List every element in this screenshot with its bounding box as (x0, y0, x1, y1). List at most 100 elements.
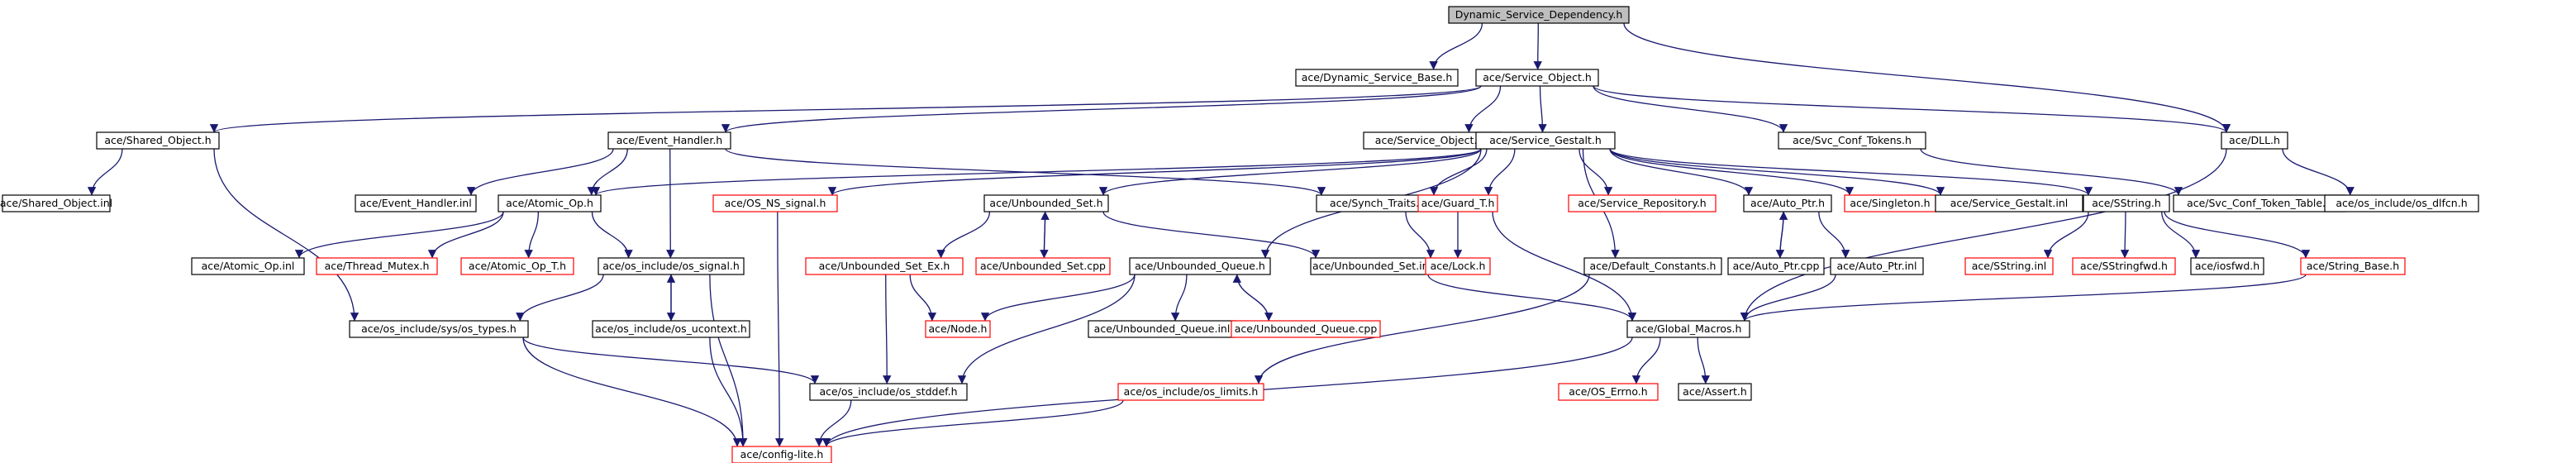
node-label: ace/Unbounded_Queue.cpp (1235, 322, 1378, 335)
node-box (1475, 69, 1599, 87)
edge-ucontext-to-cfg (709, 337, 748, 447)
node-box (598, 257, 745, 275)
file-node[interactable]: ace/Svc_Conf_Tokens.h (1778, 131, 1926, 150)
node-box (1678, 383, 1752, 401)
file-node[interactable]: ace/Default_Constants.h (1583, 257, 1722, 275)
file-node[interactable]: ace/String_Base.h (2300, 257, 2406, 275)
node-box (1778, 131, 1926, 150)
node-box (1743, 194, 1832, 212)
file-node[interactable]: ace/Shared_Object.inl (0, 194, 112, 212)
node-label: ace/Shared_Object.inl (0, 197, 112, 209)
file-node[interactable]: ace/SString.h (2083, 194, 2170, 212)
file-node[interactable]: ace/Event_Handler.inl (355, 194, 477, 212)
file-node[interactable]: ace/Unbounded_Queue.cpp (1231, 320, 1381, 338)
file-node[interactable]: ace/OS_Errno.h (1558, 383, 1659, 401)
edge-eh-to-aop (587, 148, 628, 196)
file-node[interactable]: ace/os_include/sys/os_types.h (349, 320, 529, 338)
file-node[interactable]: ace/Atomic_Op_T.h (460, 257, 574, 275)
file-node[interactable]: ace/Node.h (925, 320, 991, 338)
node-label: ace/Auto_Ptr.inl (1837, 260, 1917, 272)
file-node[interactable]: ace/os_include/os_limits.h (1117, 383, 1264, 401)
edge-sg-to-sr (1578, 148, 1613, 196)
node-box (805, 257, 964, 275)
edge-root-to-dsb (1429, 22, 1483, 70)
node-label: ace/config-lite.h (740, 448, 824, 461)
edge-eh-to-ossig (666, 148, 675, 259)
file-nodes: Dynamic_Service_Dependency.h ace/Dynamic_… (0, 6, 2479, 463)
root-file-node[interactable]: Dynamic_Service_Dependency.h (1448, 6, 1630, 24)
edge-uq-to-node (980, 274, 1136, 322)
file-node[interactable]: ace/os_include/os_stddef.h (809, 383, 968, 401)
edge-so-to-sct (1593, 85, 1788, 133)
file-node[interactable]: ace/Unbounded_Set_Ex.h (805, 257, 964, 275)
node-label: ace/os_include/os_stddef.h (819, 385, 957, 398)
node-box (460, 257, 574, 275)
edge-aop-to-ossig (591, 211, 633, 259)
node-label: ace/Auto_Ptr.h (1750, 197, 1825, 209)
edge-gt-to-gm (1492, 211, 1637, 322)
file-node[interactable]: ace/SStringfwd.h (2072, 257, 2176, 275)
file-node[interactable]: ace/Service_Object.inl (1363, 131, 1502, 150)
file-node[interactable]: ace/Event_Handler.h (607, 131, 731, 150)
file-node[interactable]: ace/config-lite.h (731, 446, 832, 463)
node-label: ace/DLL.h (2229, 134, 2280, 146)
file-node[interactable]: ace/Global_Macros.h (1626, 320, 1750, 338)
file-node[interactable]: ace/Auto_Ptr.h (1743, 194, 1832, 212)
edge-ss-to-iosfwd (2161, 211, 2201, 259)
file-node[interactable]: ace/Unbounded_Queue.h (1129, 257, 1271, 275)
file-node[interactable]: ace/os_include/os_signal.h (598, 257, 745, 275)
edge-dll-to-gm (1740, 148, 2227, 322)
file-node[interactable]: ace/os_include/os_ucontext.h (592, 320, 750, 338)
node-label: ace/Thread_Mutex.h (325, 260, 430, 272)
node-label: ace/Unbounded_Set.h (989, 197, 1102, 209)
file-node[interactable]: ace/Atomic_Op.inl (191, 257, 305, 275)
node-box (1448, 6, 1630, 24)
edge-uqcpp-to-uq (1232, 274, 1269, 322)
node-label: ace/Singleton.h (1850, 197, 1930, 209)
node-box (1583, 257, 1722, 275)
file-node[interactable]: ace/os_include/os_dlfcn.h (2324, 194, 2479, 212)
file-node[interactable]: ace/Service_Gestalt.h (1475, 131, 1616, 150)
node-box (2300, 257, 2406, 275)
file-node[interactable]: ace/Auto_Ptr.cpp (1727, 257, 1825, 275)
file-node[interactable]: ace/OS_NS_signal.h (712, 194, 838, 212)
file-node[interactable]: ace/Unbounded_Queue.inl (1088, 320, 1236, 338)
file-node[interactable]: ace/DLL.h (2221, 131, 2288, 150)
node-label: ace/Guard_T.h (1421, 197, 1495, 209)
file-node[interactable]: ace/Assert.h (1678, 383, 1752, 401)
node-box (1231, 320, 1381, 338)
file-node[interactable]: ace/Singleton.h (1844, 194, 1936, 212)
edge-ss-to-ssfwd (2120, 211, 2130, 259)
file-node[interactable]: ace/Lock.h (1425, 257, 1491, 275)
file-node[interactable]: ace/Dynamic_Service_Base.h (1295, 69, 1459, 87)
node-label: ace/Unbounded_Set.cpp (980, 260, 1106, 272)
edge-ap-to-apinl (1818, 211, 1850, 259)
node-label: ace/SString.inl (1972, 260, 2047, 272)
file-node[interactable]: ace/Thread_Mutex.h (316, 257, 438, 275)
edge-so-to-sho (210, 85, 1482, 133)
file-node[interactable]: ace/Unbounded_Set.h (983, 194, 1109, 212)
node-box (498, 194, 602, 212)
edge-aop-to-aopt (524, 211, 539, 259)
file-node[interactable]: ace/iosfwd.h (2190, 257, 2264, 275)
file-node[interactable]: ace/Unbounded_Set.inl (1310, 257, 1434, 275)
file-node[interactable]: ace/Service_Repository.h (1568, 194, 1717, 212)
node-box (2324, 194, 2479, 212)
file-node[interactable]: ace/Service_Object.h (1475, 69, 1599, 87)
file-node[interactable]: ace/Synch_Traits.h (1316, 194, 1440, 212)
file-node[interactable]: ace/Shared_Object.h (96, 131, 220, 150)
node-label: ace/Atomic_Op_T.h (469, 260, 566, 272)
file-node[interactable]: ace/Atomic_Op.h (498, 194, 602, 212)
file-node[interactable]: ace/Unbounded_Set.cpp (975, 257, 1111, 275)
edge-uq-to-stddef (957, 274, 1136, 384)
file-node[interactable]: ace/Svc_Conf_Token_Table.h (2173, 194, 2346, 212)
edge-dc-to-limits (1254, 274, 1590, 384)
file-node[interactable]: ace/SString.inl (1964, 257, 2054, 275)
node-label: ace/SString.h (2092, 197, 2161, 209)
file-node[interactable]: ace/Service_Gestalt.inl (1935, 194, 2083, 212)
file-node[interactable]: ace/Auto_Ptr.inl (1830, 257, 1924, 275)
file-node[interactable]: ace/Guard_T.h (1417, 194, 1498, 212)
node-label: ace/Global_Macros.h (1636, 322, 1742, 335)
edge-ss-to-sb (2164, 211, 2311, 259)
edge-systypes-to-cfg (522, 337, 742, 447)
